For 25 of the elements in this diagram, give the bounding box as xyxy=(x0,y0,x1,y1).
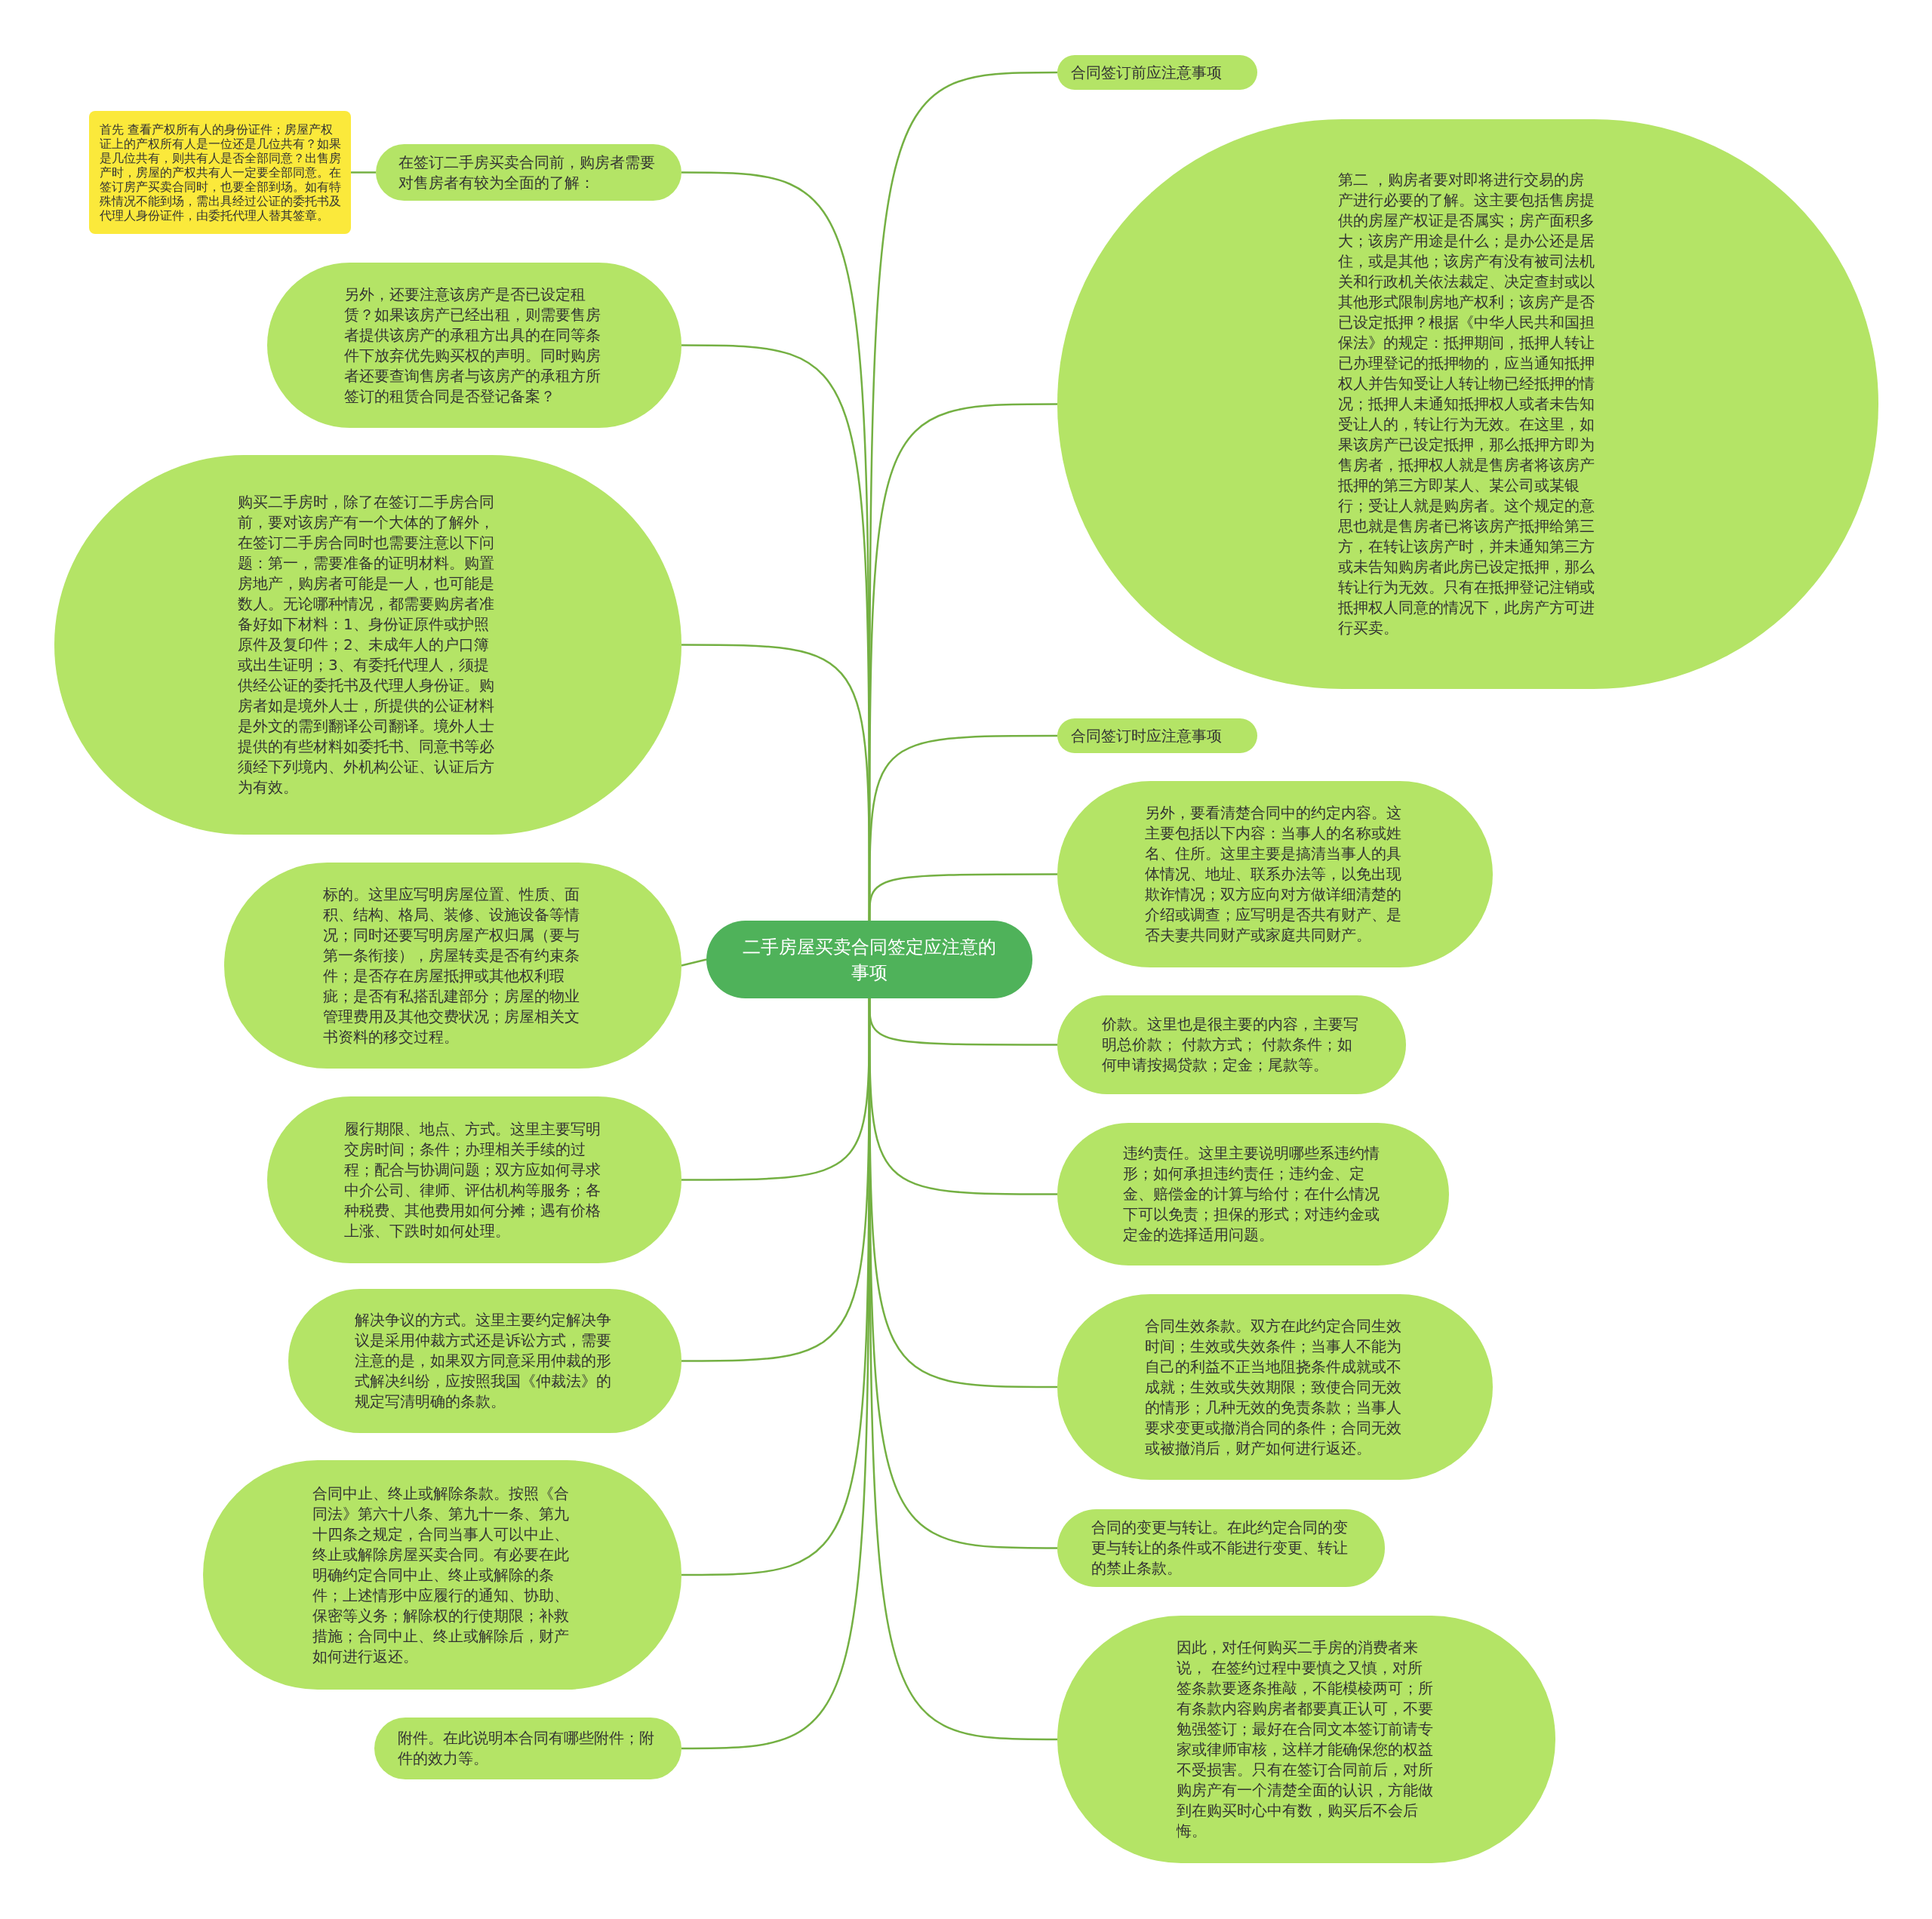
node-text: 另外，还要注意该房产是否已设定租赁？如果该房产已经出租，则需要售房者提供该房产的承租方出具的在同等条件下放弃优先购买权的声明。同时购房者还要查询售房者与该房产的承租方所签订的租赁合同是否登记备案？ xyxy=(344,284,601,407)
node-text: 合同生效条款。双方在此约定合同生效时间；生效或失效条件；当事人不能为自己的利益不正当地阻挠条件成就或不成就；生效或失效期限；致使合同无效的情形；几种无效的免责条款；当事人要求变更或撤消合同的条件；合同无效或被撤消后，财产如何进行返还。 xyxy=(1145,1315,1402,1459)
node-text: 解决争议的方式。这里主要约定解决争议是采用仲裁方式还是诉讼方式，需要注意的是，如果双方同意采用仲裁的形式解决纠纷，应按照我国《仲裁法》的规定写清明确的条款。 xyxy=(355,1310,612,1412)
node-text: 违约责任。这里主要说明哪些系违约情形；如何承担违约责任；违约金、定金、赔偿金的计算与给付；在什么情况下可以免责；担保的形式；对违约金或定金的选择适用问题。 xyxy=(1123,1143,1380,1245)
node-text: 在签订二手房买卖合同前，购房者需要对售房者有较为全面的了解： xyxy=(398,152,656,193)
node-text: 合同中止、终止或解除条款。按照《合同法》第六十八条、第九十一条、第九十四条之规定，合同当事人可以中止、终止或解除房屋买卖合同。有必要在此明确约定合同中止、终止或解除的条件；上述情形中应履行的通知、协助、保密等义务；解除权的行使期限；补救措施；合同中止、终止或解除后，财产如何进行返还。 xyxy=(312,1483,570,1667)
connector-line xyxy=(868,873,1057,921)
node-text: 合同签订时应注意事项 xyxy=(1070,725,1223,746)
note-box xyxy=(89,111,351,234)
node-text: 首先 查看产权所有人的身份证件；房屋产权证上的产权所有人是一位还是几位共有？如果是几位共有，则共有人是否全部同意？出售房产时，房屋的产权共有人一定要全部同意。在签订房产买卖合同时，也要全部到场。如有特殊情况不能到场，需出具经过公证的委托书及代理人身份证件，由委托代理人替其签章。 xyxy=(99,122,341,223)
node-text: 履行期限、地点、方式。这里主要写明交房时间；条件；办理相关手续的过程；配合与协调问题；双方应如何寻求中介公司、律师、评估机构等服务；各种税费、其他费用如何分摊；遇有价格上涨、下跌时如何处理。 xyxy=(344,1118,601,1241)
node-text: 因此，对任何购买二手房的消费者来说， 在签约过程中要慎之又慎，对所签条款要逐条推敲，不能模棱两可；所有条款内容购房者都要真正认可，不要勉强签订；最好在合同文本签订前请专家或律师审核，这样才能确保您的权益不受损害。只有在签订合同前后，对所购房产有一个清楚全面的认识，方能做到在购买时心中有数，购买后不会后悔。 xyxy=(1176,1638,1434,1841)
node-text: 合同的变更与转让。在此约定合同的变更与转让的条件或不能进行变更、转让的禁止条款。 xyxy=(1091,1518,1349,1579)
node-text: 附件。在此说明本合同有哪些附件；附件的效力等。 xyxy=(398,1728,655,1769)
connector-line xyxy=(351,171,376,174)
node-text: 二手房屋买卖合同签定应注意的事项 xyxy=(742,935,997,985)
node-text: 另外，要看清楚合同中的约定内容。这主要包括以下内容：当事人的名称或姓名、住所。这里主要是搞清当事人的具体情况、地址、联系办法等，以免出现欺诈情况；双方应向对方做详细清楚的介绍或调查；应写明是否共有财产、是否夫妻共同财产或家庭共同财产。 xyxy=(1145,803,1402,946)
node-text: 第二 ，购房者要对即将进行交易的房产进行必要的了解。这主要包括售房提供的房屋产权证是否属实；房产面积多大；该房产用途是什么；是办公还是居住，或是其他；该房产有没有被司法机关和行政机关依法裁定、决定查封或以其他形式限制房地产权利；该房产是否已设定抵押？根据《中华人民共和国担保法》的规定：抵押期间，抵押人转让已办理登记的抵押物的，应当通知抵押权人并告知受让人转让物已经抵押的情况；抵押人未通知抵押权人或者未告知受让人的，转让行为无效。在这里，如果该房产已设定抵押，那么抵押方即为售房者，抵押权人就是售房者将该房产抵押的第三方即某人、某公司或某银行；受让人就是购房者。这个规定的意思也就是售房者已将该房产抵押给第三方，在转让该房产时，并未通知第三方或未告知购房者此房已设定抵押，那么转让行为无效。只有在抵押登记注销或抵押权人同意的情况下，此房产方可进行买卖。 xyxy=(1337,170,1595,638)
subtopic-bubble xyxy=(1057,55,1257,90)
connector-line xyxy=(681,958,707,967)
node-text: 合同签订前应注意事项 xyxy=(1070,62,1223,83)
node-text: 标的。这里应写明房屋位置、性质、面积、结构、格局、装修、设施设备等情况；同时还要写明房屋产权归属（要与第一条衔接），房屋转卖是否有约束条件；是否存在房屋抵押或其他权利瑕疵；是否有私搭乱建部分；房屋的物业管理费用及其他交费状况；房屋相关文书资料的移交过程。 xyxy=(322,884,580,1047)
node-text: 购买二手房时，除了在签订二手房合同前，要对该房产有一个大体的了解外，在签订二手房合同时也需要注意以下问题：第一，需要准备的证明材料。购置房地产，购房者可能是一人，也可能是数人。无论哪种情况，都需要购房者准备好如下材料：1、身份证原件或护照原件及复印件；2、未成年人的户口簿或出生证明；3、有委托代理人，须提供经公证的委托书及代理人身份证。购房者如是境外人士，所提供的公证材料是外文的需到翻译公司翻译。境外人士提供的有些材料如委托书、同意书等必须经下列境内、外机构公证、认证后方为有效。 xyxy=(238,492,495,798)
node-text: 价款。这里也是很主要的内容，主要写明总价款； 付款方式； 付款条件；如何申请按揭贷款；定金；尾款等。 xyxy=(1101,1014,1359,1075)
subtopic-bubble xyxy=(1057,718,1257,753)
